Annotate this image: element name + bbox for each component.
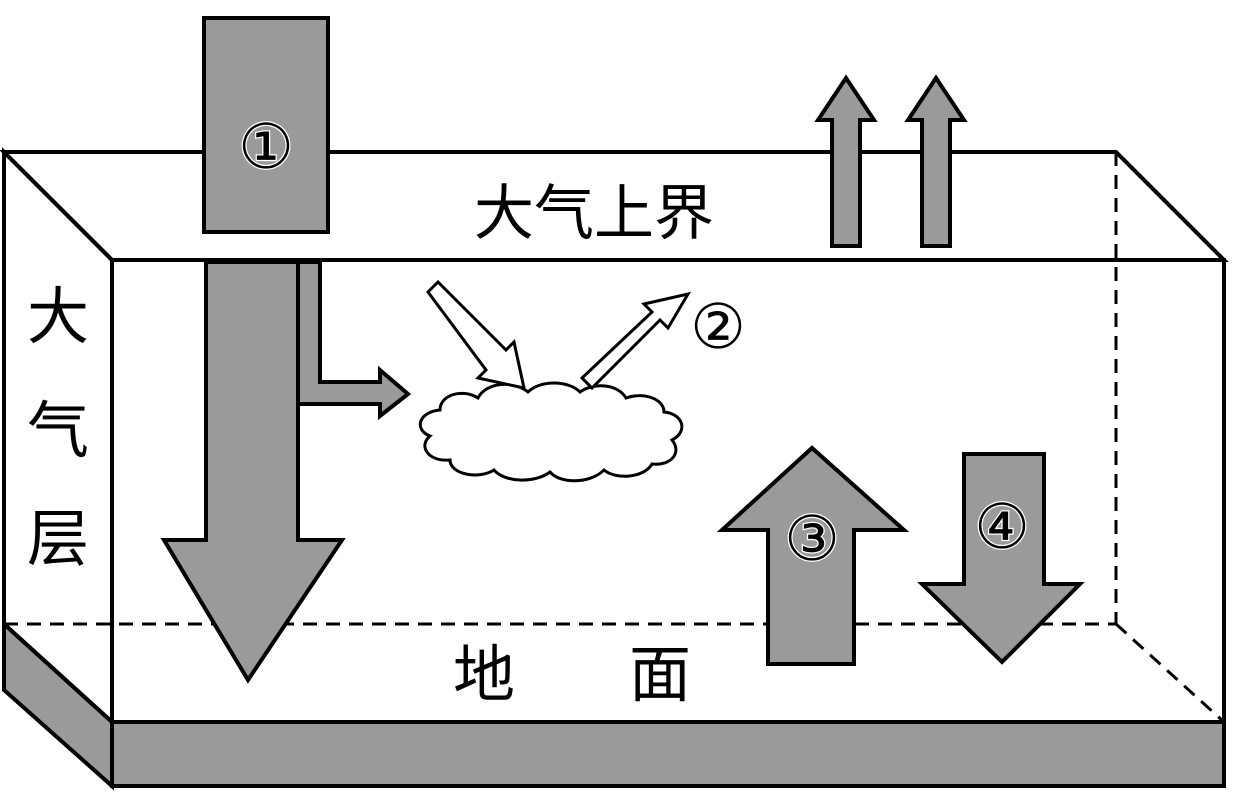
ground-slab-front [110,720,1226,788]
atmosphere-layer-char-3: 层 [27,502,89,575]
atmosphere-layer-char-2: 气 [27,394,89,467]
upper-boundary-label: 大气上界 [474,179,714,249]
cloud-icon [418,381,684,483]
arrow-4-down [917,452,1085,665]
ground-label-left: 地 [453,638,515,711]
hidden-edges [4,152,1226,724]
arrow-1-incoming-block [202,16,330,234]
outgoing-arrow-right [904,74,968,248]
marker-4: ④ [974,490,1030,563]
atmosphere-layer-char-1: 大 [27,280,89,353]
atmosphere-box-left-side [2,147,114,727]
outgoing-arrow-left [814,74,878,248]
reflection-arrow-out [579,291,692,391]
arrow-1-branch-right [296,260,412,421]
reflection-arrow-in [426,279,526,390]
marker-2: ② [690,290,746,363]
arrow-3-up [716,445,910,666]
ground-label-right: 面 [629,638,691,711]
marker-3: ③ [784,502,840,575]
marker-1: ① [238,110,294,183]
